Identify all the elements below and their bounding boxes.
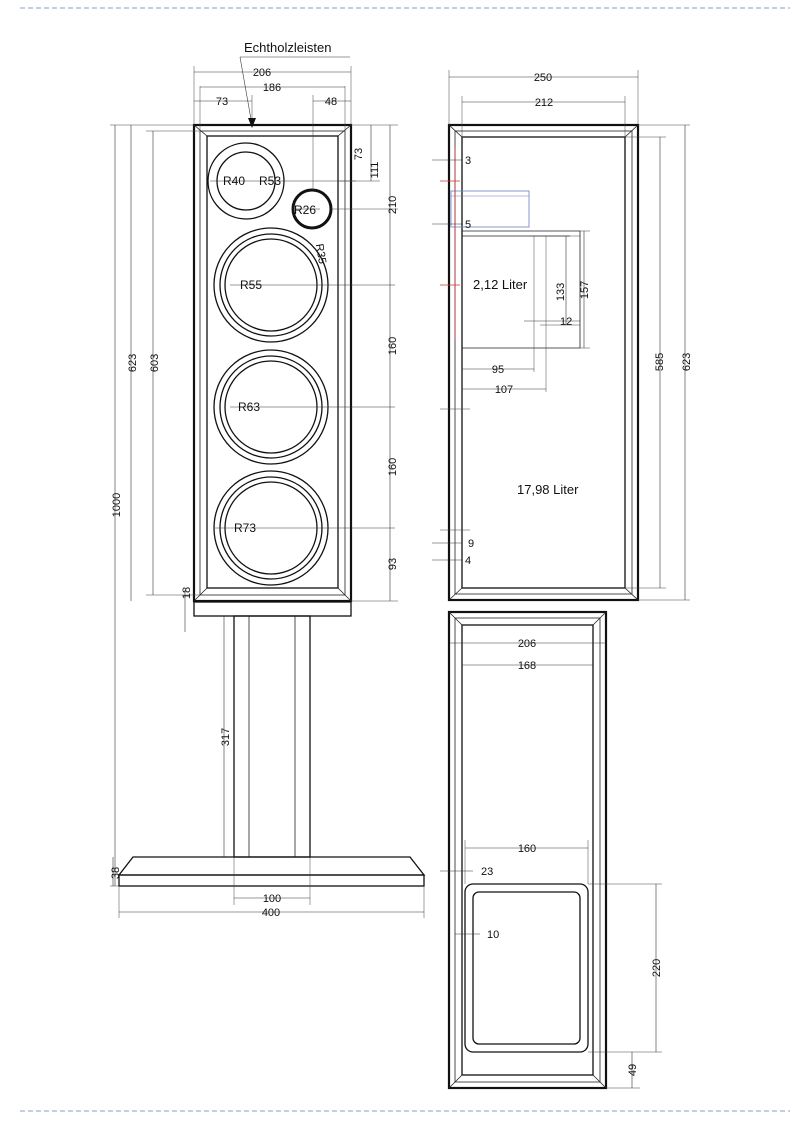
side-cabinet-inner [461,136,626,589]
dim-side-133: 133 [555,283,567,301]
dim-side-212: 212 [535,97,553,109]
dim-front-73: 73 [216,96,228,108]
front-cabinet-bevel [199,130,346,596]
dim-side-3: 3 [465,155,471,167]
dim-side-9: 9 [468,538,474,550]
dim-front-48: 48 [325,96,337,108]
dim-bottom-220: 220 [651,959,663,977]
front-view [117,123,426,887]
front-dimensions [110,56,425,918]
bottom-bevel [454,617,601,1083]
radius-r73: R73 [234,521,256,535]
chamber-divider [462,230,581,349]
port-tube [450,190,530,228]
dim-front-73-vertical: 73 [353,148,365,160]
dim-front-186: 186 [263,82,281,94]
dim-front-623: 623 [127,354,139,372]
side-cabinet-outer [447,123,640,602]
bottom-plate-inner [472,891,581,1045]
bottom-plate-outer [464,883,589,1053]
dim-front-38: 38 [110,867,122,879]
front-baffle-inner [206,135,339,589]
stand-base-plate [118,874,425,887]
plinth-plate [193,601,352,617]
radius-r55: R55 [240,278,262,292]
dim-bottom-168: 168 [518,660,536,672]
bottom-view [447,610,608,1090]
dim-front-1000: 1000 [111,493,123,517]
dim-side-250: 250 [534,72,552,84]
dim-bottom-160: 160 [518,843,536,855]
bottom-dimensions [440,642,662,1089]
dim-side-95: 95 [492,364,504,376]
dim-front-317: 317 [220,728,232,746]
dim-side-5: 5 [465,219,471,231]
dim-front-206: 206 [253,67,271,79]
front-cabinet-outer [192,123,353,603]
dim-bottom-23: 23 [481,866,493,878]
dim-front-100: 100 [263,893,281,905]
dim-side-12: 12 [560,316,572,328]
dim-bottom-49: 49 [627,1064,639,1076]
dim-front-18: 18 [181,587,193,599]
volume-large-label: 17,98 Liter [517,482,579,497]
stand-base-top [117,856,426,876]
dim-side-623: 623 [681,353,693,371]
side-dimensions [432,70,690,601]
bottom-inner [461,624,594,1076]
dim-front-603: 603 [149,354,161,372]
volume-small-label: 2,12 Liter [473,277,528,292]
dim-front-160b: 160 [387,458,399,476]
dim-front-400: 400 [262,907,280,919]
radius-r53: R53 [259,174,281,188]
echtholzleisten-label: Echtholzleisten [244,40,331,55]
radius-r63: R63 [238,400,260,414]
radius-r26: R26 [294,203,316,217]
dim-side-585: 585 [654,353,666,371]
dim-bottom-206: 206 [518,638,536,650]
dim-bottom-10: 10 [487,929,499,941]
dim-side-4: 4 [465,555,471,567]
dim-side-107: 107 [495,384,513,396]
radius-r35: R35 [313,243,328,265]
dim-front-210: 210 [387,196,399,214]
dim-front-160a: 160 [387,337,399,355]
dim-side-157: 157 [579,281,591,299]
dim-front-111: 111 [369,162,381,179]
radius-r40: R40 [223,174,245,188]
side-cabinet-bevel [454,130,633,595]
side-view [440,123,640,602]
dim-front-93: 93 [387,558,399,570]
bottom-outer [447,610,608,1090]
stand-column [233,615,311,858]
